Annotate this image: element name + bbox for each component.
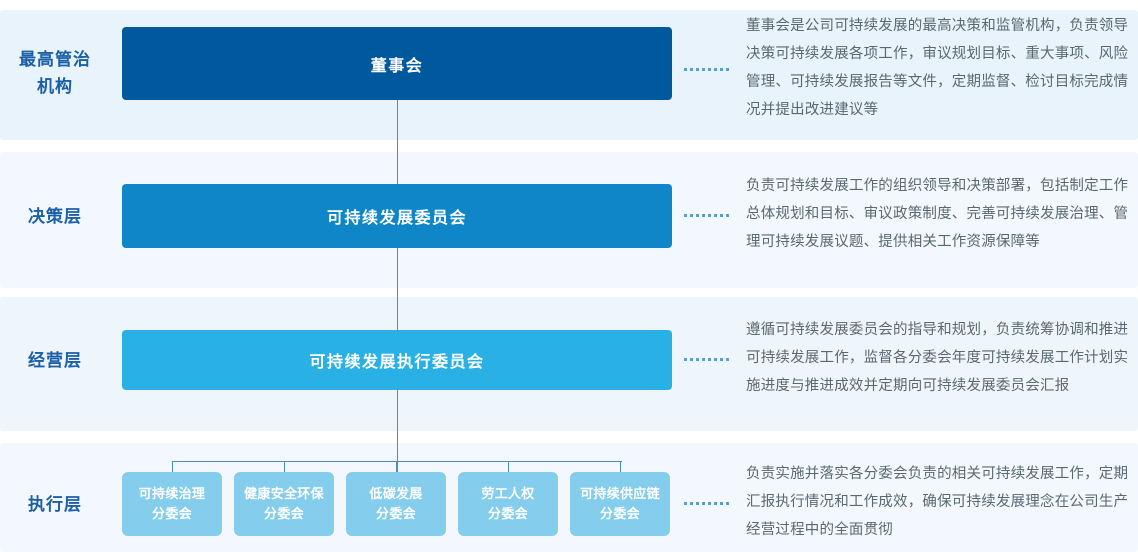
description-governance: 董事会是公司可持续发展的最高决策和监管机构，负责领导决策可持续发展各项工作，审议… — [746, 18, 1129, 118]
connector-drop-4 — [508, 461, 509, 472]
connector-drop-3 — [396, 461, 397, 472]
node-board-of-directors[interactable]: 董事会 — [122, 27, 672, 100]
connector-executive-to-subcommittees — [397, 390, 398, 472]
description-management: 遵循可持续发展委员会的指导和规划，负责统筹协调和推进可持续发展工作，监督各分委会… — [746, 322, 1129, 394]
node-sustainability-committee[interactable]: 可持续发展委员会 — [122, 184, 672, 248]
layer-label-execution-line1: 执行层 — [28, 495, 82, 514]
layer-label-decision: 决策层 — [0, 203, 110, 230]
subcommittee-sustainable-governance-line1: 可持续治理 — [138, 486, 206, 501]
layer-label-governance-line1: 最高管治 — [19, 50, 91, 69]
connector-subcommittee-bus — [172, 461, 622, 462]
layer-label-governance-line2: 机构 — [37, 77, 73, 96]
subcommittee-health-safety-environment-line2: 分委会 — [264, 506, 304, 521]
layer-label-management: 经营层 — [0, 347, 110, 374]
subcommittee-labor-human-rights-line2: 分委会 — [488, 506, 528, 521]
subcommittee-health-safety-environment-line1: 健康安全环保 — [244, 486, 324, 501]
subcommittee-health-safety-environment[interactable]: 健康安全环保 分委会 — [234, 472, 334, 536]
layer-label-governance: 最高管治 机构 — [0, 46, 110, 100]
subcommittee-sustainable-governance-line2: 分委会 — [152, 506, 192, 521]
node-sustainability-executive-committee-label: 可持续发展执行委员会 — [309, 354, 485, 371]
subcommittee-low-carbon-development-line1: 低碳发展 — [369, 486, 423, 501]
subcommittee-low-carbon-development-line2: 分委会 — [376, 506, 416, 521]
description-decision: 负责可持续发展工作的组织领导和决策部署，包括制定工作总体规划和目标、审议政策制度… — [746, 178, 1129, 250]
subcommittee-sustainable-governance[interactable]: 可持续治理 分委会 — [122, 472, 222, 536]
subcommittee-low-carbon-development[interactable]: 低碳发展 分委会 — [346, 472, 446, 536]
dotted-leader-icon-row2 — [684, 214, 732, 217]
subcommittee-labor-human-rights-line1: 劳工人权 — [481, 486, 535, 501]
connector-board-to-committee — [397, 100, 398, 184]
description-execution: 负责实施并落实各分委会负责的相关可持续发展工作，定期汇报执行情况和工作成效，确保… — [746, 466, 1129, 538]
dotted-leader-icon-row1 — [684, 68, 732, 71]
node-sustainability-committee-label: 可持续发展委员会 — [326, 210, 467, 227]
subcommittee-sustainable-supply-chain[interactable]: 可持续供应链 分委会 — [570, 472, 670, 536]
connector-committee-to-executive — [397, 248, 398, 330]
subcommittee-sustainable-supply-chain-line2: 分委会 — [600, 506, 640, 521]
subcommittee-sustainable-supply-chain-line1: 可持续供应链 — [580, 486, 660, 501]
node-board-of-directors-label: 董事会 — [370, 57, 424, 75]
node-sustainability-executive-committee[interactable]: 可持续发展执行委员会 — [122, 330, 672, 390]
subcommittee-labor-human-rights[interactable]: 劳工人权 分委会 — [458, 472, 558, 536]
connector-drop-5 — [620, 461, 621, 472]
connector-drop-2 — [284, 461, 285, 472]
dotted-leader-icon-row4 — [684, 502, 732, 505]
dotted-leader-icon-row3 — [684, 358, 732, 361]
layer-label-execution: 执行层 — [0, 491, 110, 518]
connector-drop-1 — [172, 461, 173, 472]
layer-label-management-line1: 经营层 — [28, 351, 82, 370]
layer-label-decision-line1: 决策层 — [28, 207, 82, 226]
